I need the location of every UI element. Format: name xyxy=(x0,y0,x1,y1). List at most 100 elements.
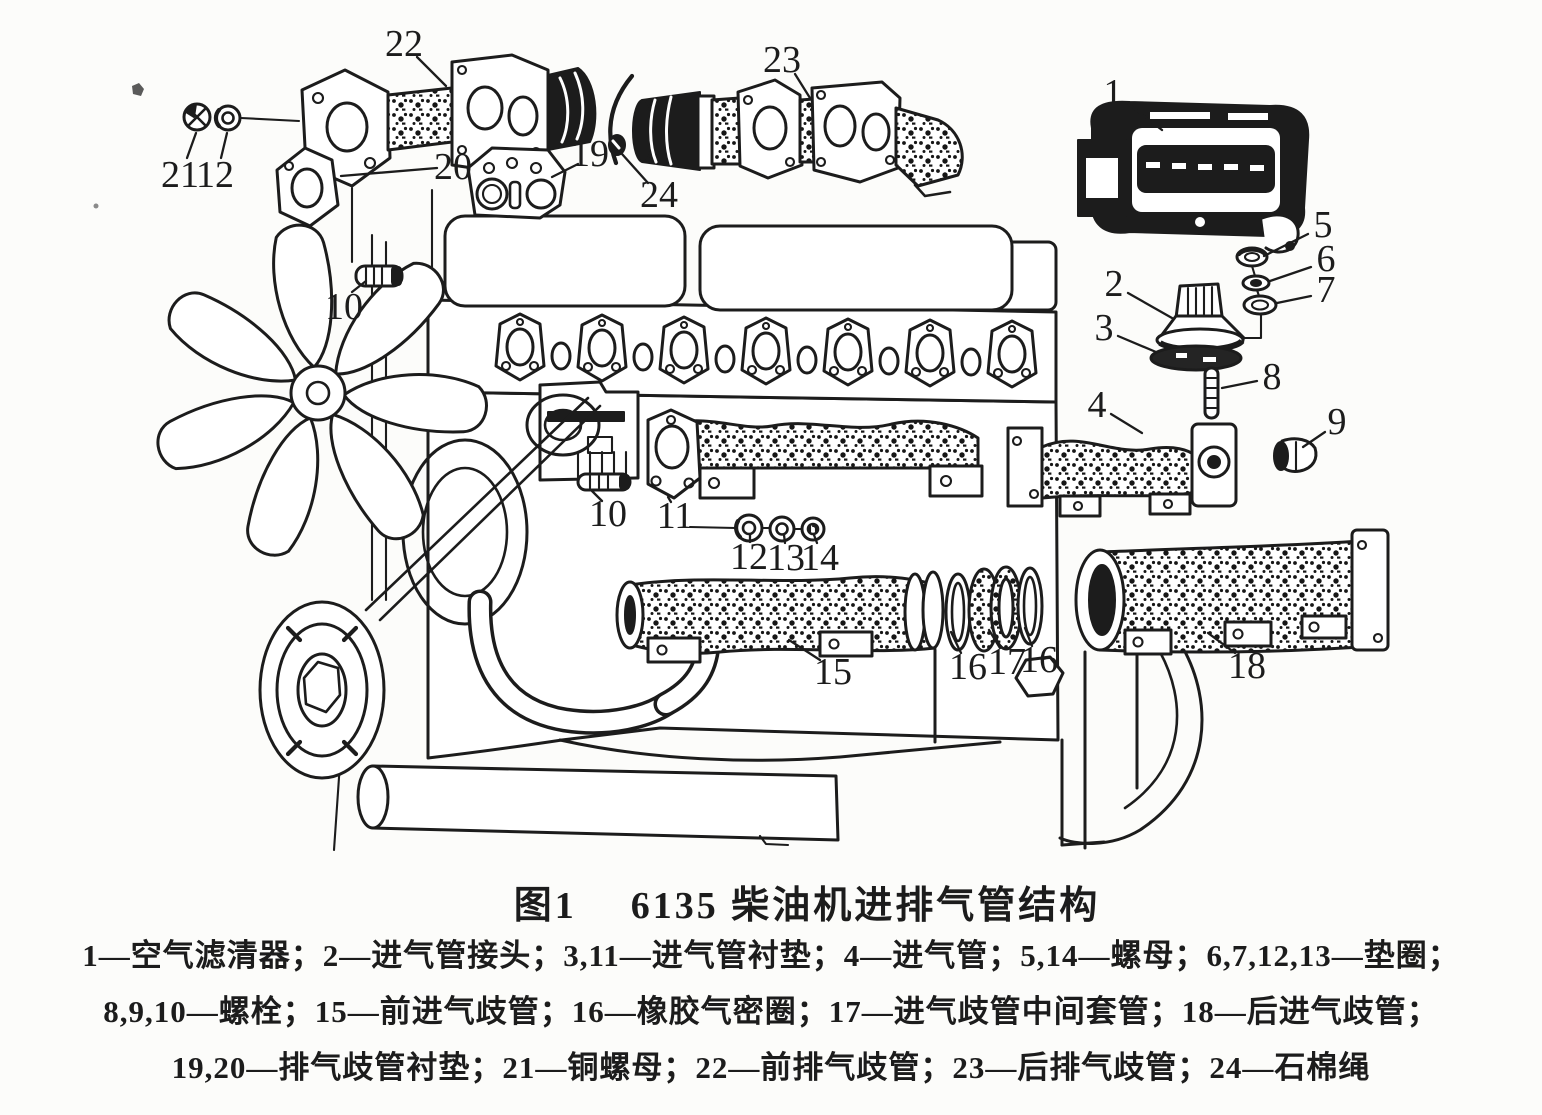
intake-joint-2 xyxy=(1155,282,1246,353)
front-drive xyxy=(148,219,840,852)
callout-14: 14 xyxy=(801,537,839,579)
rubber-seal-ring-16a xyxy=(944,572,972,652)
callout-22: 22 xyxy=(385,23,423,65)
callout-10b: 10 xyxy=(589,493,627,535)
front-intake-manifold-15 xyxy=(615,570,945,664)
legend-line-1: 1—空气滤清器；2—进气管接头；3,11—进气管衬垫；4—进气管；5,14—螺母… xyxy=(82,938,1460,973)
callout-23: 23 xyxy=(763,39,801,81)
leader-line-1 xyxy=(1125,101,1164,132)
leader-line-18 xyxy=(1206,631,1237,655)
leader-line-20 xyxy=(339,166,439,178)
cooling-fan xyxy=(148,219,491,564)
bolt-10-mid xyxy=(576,472,632,492)
bottom-pipe xyxy=(356,764,840,847)
leader-line-4 xyxy=(1109,412,1144,435)
callout-3: 3 xyxy=(1095,307,1114,349)
intake-pipe-4 xyxy=(1006,422,1238,518)
legend-line-3: 19,20—排气歧管衬垫；21—铜螺母；22—前排气歧管；23—后排气歧管；24… xyxy=(171,1050,1371,1085)
figure-caption: 图1 6135 柴油机进排气管结构 xyxy=(36,874,1542,929)
leader-line-13 xyxy=(782,533,787,545)
leader-line-7 xyxy=(1275,294,1313,305)
parts-legend: 1—空气滤清器；2—进气管接头；3,11—进气管衬垫；4—进气管；5,14—螺母… xyxy=(0,928,1542,1096)
flywheel-housing xyxy=(1058,646,1204,845)
callout-12a: 12 xyxy=(196,154,234,196)
leader-line-24 xyxy=(620,152,650,185)
cap-nut-9 xyxy=(1273,437,1318,473)
leader-line-15 xyxy=(787,638,822,662)
leader-line-6 xyxy=(1268,265,1313,283)
leader-line-23 xyxy=(793,72,812,100)
exhaust-gasket-19 xyxy=(466,146,567,220)
callout-9: 9 xyxy=(1328,401,1347,443)
callout-5: 5 xyxy=(1314,204,1333,246)
head-ports xyxy=(494,312,1038,389)
intake-gasket-11 xyxy=(646,408,702,500)
callout-24: 24 xyxy=(640,174,678,216)
leader-line-14 xyxy=(812,533,819,545)
exhaust-gasket-20 xyxy=(275,146,340,228)
leader-line-10a xyxy=(350,279,368,294)
leader-line-19 xyxy=(550,162,580,179)
leader-line-21 xyxy=(185,131,198,160)
center-sleeve-17 xyxy=(967,565,1023,653)
leader-line-8 xyxy=(1220,379,1259,390)
nut-5 xyxy=(1235,246,1269,268)
legend-line-2: 8,9,10—螺栓；15—前进气歧管；16—橡胶气密圈；17—进气歧管中间套管；… xyxy=(103,994,1439,1029)
leader-line-16a xyxy=(949,630,963,655)
callout-17: 17 xyxy=(988,641,1026,683)
callout-18: 18 xyxy=(1228,645,1266,687)
callout-6: 6 xyxy=(1317,238,1336,280)
engine-block xyxy=(401,188,1204,850)
stud-8 xyxy=(1203,366,1220,420)
hex-fitting xyxy=(1014,655,1065,698)
callout-4: 4 xyxy=(1088,384,1107,426)
bolt-10-top xyxy=(354,264,404,288)
callout-1: 1 xyxy=(1104,72,1123,114)
valve-cover-rear xyxy=(698,224,1014,312)
callout-21: 21 xyxy=(161,154,199,196)
scan-smudge xyxy=(132,83,144,96)
copper-nut-21 xyxy=(182,102,212,132)
figure-label: 图1 xyxy=(513,885,577,927)
leader-line-2 xyxy=(1126,291,1174,320)
callout-19: 19 xyxy=(571,133,609,175)
washer-6 xyxy=(1241,274,1271,292)
rear-exhaust-manifold-23 xyxy=(632,78,964,198)
leader-line-17 xyxy=(987,628,1002,650)
washer-12-top xyxy=(213,104,242,132)
callout-13: 13 xyxy=(767,537,805,579)
leader-line-5 xyxy=(1262,232,1310,258)
fan-belt xyxy=(364,396,590,612)
scan-speck xyxy=(93,203,99,209)
leader-line-9 xyxy=(1301,430,1327,449)
leader-line-10b xyxy=(590,489,604,503)
rear-intake-manifold-18 xyxy=(1074,528,1390,656)
intake-gasket-3 xyxy=(1149,344,1243,372)
leader-line-3 xyxy=(1116,334,1158,354)
valve-cover-front xyxy=(443,214,687,308)
callout-10a: 10 xyxy=(325,286,363,328)
callout-16a: 16 xyxy=(949,646,987,688)
engine-diagram: 1234567891010111212131415161716181920212… xyxy=(93,23,1390,852)
figure-title: 6135 柴油机进排气管结构 xyxy=(630,885,1101,927)
callout-7: 7 xyxy=(1317,269,1336,311)
callout-11: 11 xyxy=(657,495,694,537)
leader-line-16b xyxy=(1023,626,1034,648)
washer-7 xyxy=(1242,294,1278,316)
leader-line-22 xyxy=(415,55,448,88)
water-pump xyxy=(525,393,601,457)
air-cleaner-1 xyxy=(1077,100,1310,254)
callout-12b: 12 xyxy=(730,536,768,578)
crank-pulley xyxy=(258,600,386,780)
callout-15: 15 xyxy=(814,651,852,693)
rubber-seal-ring-16b xyxy=(1016,566,1044,646)
leader-line-11 xyxy=(666,495,673,504)
callout-16b: 16 xyxy=(1020,639,1058,681)
callout-2: 2 xyxy=(1105,263,1124,305)
leader-line-12a xyxy=(219,131,229,160)
callout-8: 8 xyxy=(1263,356,1282,398)
callout-20: 20 xyxy=(434,146,472,188)
asbestos-rope-24 xyxy=(608,73,635,166)
